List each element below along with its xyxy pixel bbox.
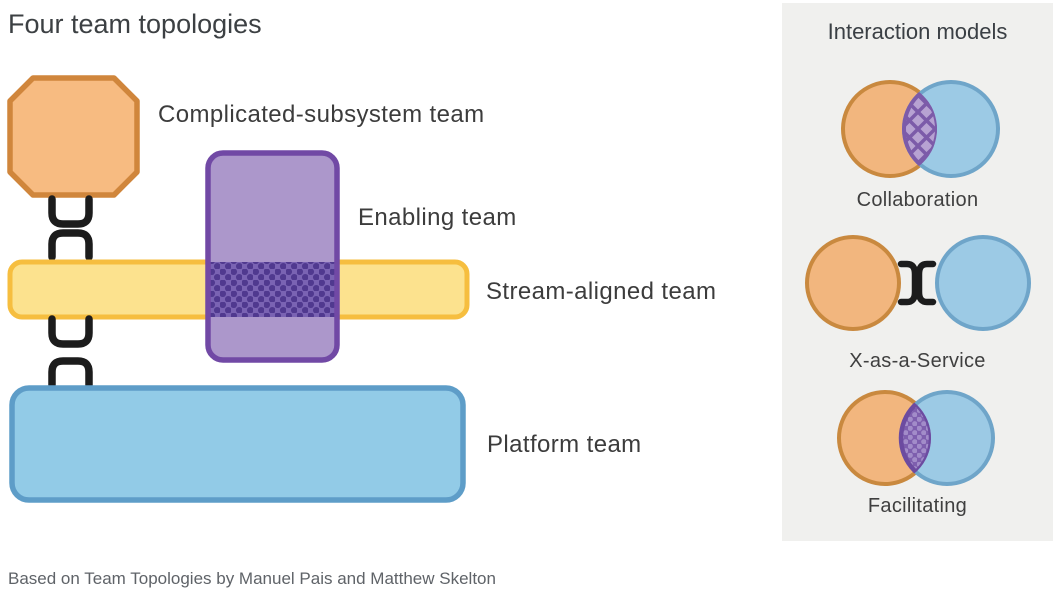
collaboration-model-figure [841, 80, 1000, 178]
facilitating-model-figure [837, 390, 995, 486]
enabling-stream-overlap-pattern [208, 262, 337, 317]
xaas-connector-top [48, 195, 93, 261]
complicated-subsystem-team-shape [7, 75, 140, 198]
xaas-connector-bottom [48, 315, 93, 389]
interaction-models-panel: Interaction models Collaboration [782, 3, 1053, 541]
page-title: Four team topologies [8, 9, 262, 39]
collaboration-label: Collaboration [856, 189, 979, 211]
enabling-team-border [205, 150, 340, 363]
platform-team-shape [9, 385, 466, 503]
xaas-orange-circle [805, 235, 901, 331]
stream-aligned-team-label: Stream-aligned team [486, 278, 717, 305]
interaction-models-title: Interaction models [827, 19, 1008, 44]
x-as-a-service-label: X-as-a-Service [849, 350, 986, 372]
complicated-subsystem-team-label: Complicated-subsystem team [158, 101, 485, 128]
platform-team-label: Platform team [487, 431, 642, 458]
facilitating-label: Facilitating [867, 495, 968, 517]
attribution-text: Based on Team Topologies by Manuel Pais … [8, 569, 496, 588]
four-team-topologies-diagram [7, 75, 470, 503]
enabling-team-shape [208, 153, 337, 360]
xaas-brackets [897, 260, 937, 306]
facilitating-overlap-lens [898, 392, 931, 484]
xaas-blue-circle [935, 235, 1031, 331]
x-as-a-service-model-figure [805, 235, 1031, 331]
enabling-team-label: Enabling team [358, 204, 517, 231]
